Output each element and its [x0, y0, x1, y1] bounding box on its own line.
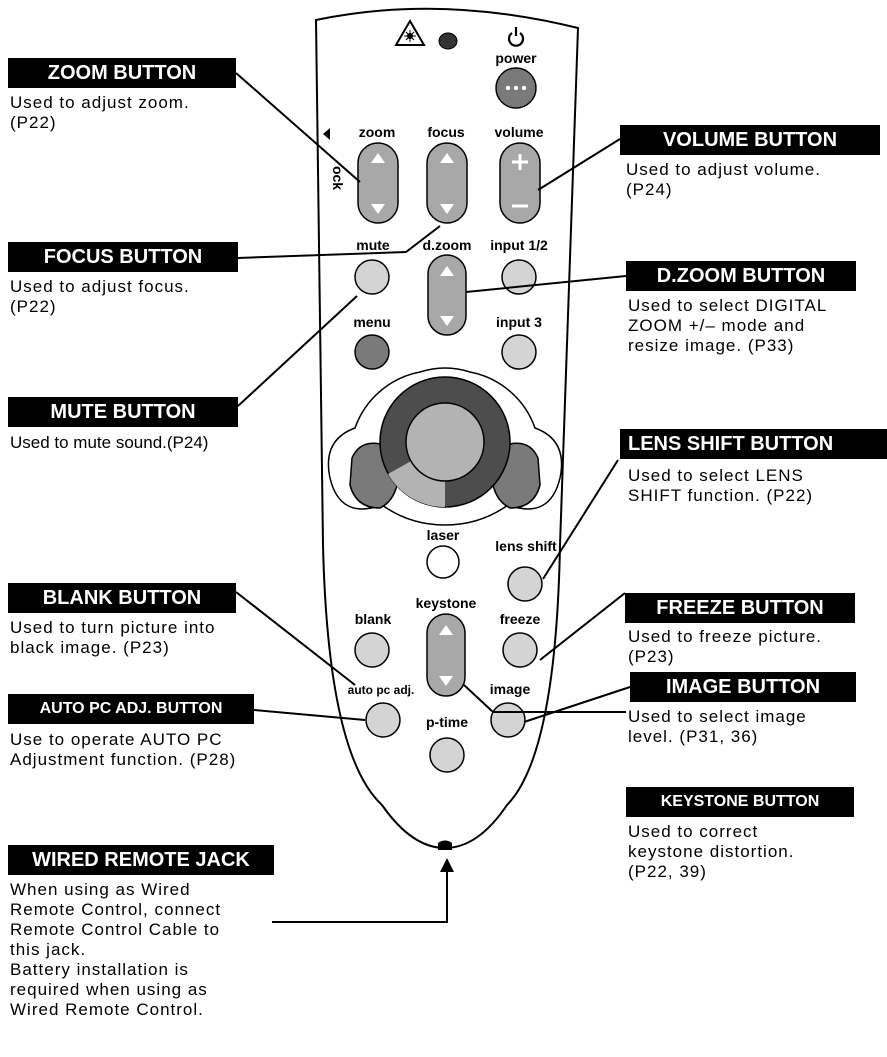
autopc-label: auto pc adj. — [348, 683, 415, 697]
zoom-down-icon — [371, 204, 385, 214]
ptime-button[interactable] — [429, 737, 465, 773]
lock-arrow-icon — [323, 128, 330, 140]
mute-label: mute — [356, 237, 390, 253]
blank-callout-title: BLANK BUTTON — [8, 583, 236, 613]
focus-up-icon — [440, 153, 454, 163]
wired-jack-icon — [438, 840, 452, 850]
zoom-button[interactable] — [357, 142, 399, 224]
keystone-up-icon — [439, 625, 453, 635]
keystone-down-icon — [439, 676, 453, 686]
dzoom-callout-title: D.ZOOM BUTTON — [626, 261, 856, 291]
menu-label: menu — [353, 314, 390, 330]
zoom-callout-title: ZOOM BUTTON — [8, 58, 236, 88]
blank-button[interactable] — [354, 632, 390, 668]
laser-button[interactable] — [426, 545, 460, 579]
leader-lines — [235, 72, 631, 923]
focus-label: focus — [427, 124, 465, 140]
plus-icon — [512, 154, 528, 170]
ptime-label: p-time — [426, 714, 468, 730]
power-dots-icon — [505, 85, 527, 91]
image-callout-desc: Used to select image level. (P31, 36) — [628, 707, 807, 746]
dzoom-up-icon — [440, 266, 454, 276]
focus-callout-desc: Used to adjust focus. (P22) — [10, 277, 190, 316]
freeze-button[interactable] — [502, 632, 538, 668]
mute-callout-desc: Used to mute sound.(P24) — [10, 433, 209, 452]
keystone-callout-desc: Used to correct keystone distortion. (P2… — [628, 822, 795, 881]
keystone-label: keystone — [416, 595, 477, 611]
zoom-up-icon — [371, 153, 385, 163]
lensshift-label: lens shift — [495, 538, 557, 554]
volume-button[interactable] — [499, 142, 541, 224]
freeze-callout-title: FREEZE BUTTON — [625, 593, 855, 623]
lock-label: ock — [330, 166, 346, 190]
volume-callout-desc: Used to adjust volume. (P24) — [626, 160, 821, 199]
menu-button[interactable] — [354, 334, 390, 370]
autopc-callout-title: AUTO PC ADJ. BUTTON — [8, 694, 254, 724]
freeze-callout-desc: Used to freeze picture. (P23) — [628, 627, 823, 666]
mute-callout-title: MUTE BUTTON — [8, 397, 238, 427]
zoom-label: zoom — [359, 124, 396, 140]
focus-callout-title: FOCUS BUTTON — [8, 242, 238, 272]
wired-callout-desc: When using as Wired Remote Control, conn… — [10, 880, 222, 1019]
blank-callout-desc: Used to turn picture into black image. (… — [10, 618, 216, 657]
dzoom-button[interactable] — [427, 254, 467, 336]
keystone-callout-title-visible: KEYSTONE BUTTON — [626, 787, 854, 817]
laser-label: laser — [427, 527, 460, 543]
focus-down-icon — [440, 204, 454, 214]
power-label: power — [495, 50, 537, 66]
volume-label: volume — [494, 124, 543, 140]
focus-button[interactable] — [426, 142, 468, 224]
keystone-button[interactable] — [426, 613, 466, 697]
lensshift-callout-desc: Used to select LENS SHIFT function. (P22… — [628, 466, 814, 505]
lensshift-button[interactable] — [507, 566, 543, 602]
pointer-pad-center[interactable] — [405, 402, 485, 482]
zoom-callout-desc: Used to adjust zoom. (P22) — [10, 93, 190, 132]
dzoom-callout-desc: Used to select DIGITAL ZOOM +/– mode and… — [628, 296, 828, 355]
image-label: image — [490, 681, 531, 697]
dzoom-down-icon — [440, 316, 454, 326]
blank-label: blank — [355, 611, 392, 627]
laser-warning-icon — [394, 19, 426, 46]
input12-label: input 1/2 — [490, 237, 548, 253]
volume-callout-title: VOLUME BUTTON — [620, 125, 880, 155]
input3-label: input 3 — [496, 314, 542, 330]
jack-arrowhead-icon — [440, 858, 454, 872]
lensshift-callout-title: LENS SHIFT BUTTON — [620, 429, 887, 459]
freeze-label: freeze — [500, 611, 541, 627]
dzoom-label: d.zoom — [423, 237, 472, 253]
autopc-callout-desc: Use to operate AUTO PC Adjustment functi… — [10, 730, 237, 769]
input12-button[interactable] — [501, 259, 537, 295]
keystone-title-text: KEYSTONE BUTTON — [660, 793, 820, 810]
autopc-button[interactable] — [365, 702, 401, 738]
indicator-led — [438, 32, 458, 50]
power-icon — [507, 27, 525, 47]
input3-button[interactable] — [501, 334, 537, 370]
image-button[interactable] — [490, 702, 526, 738]
wired-callout-title: WIRED REMOTE JACK — [8, 845, 274, 875]
mute-button[interactable] — [354, 259, 390, 295]
image-callout-title: IMAGE BUTTON — [630, 672, 856, 702]
